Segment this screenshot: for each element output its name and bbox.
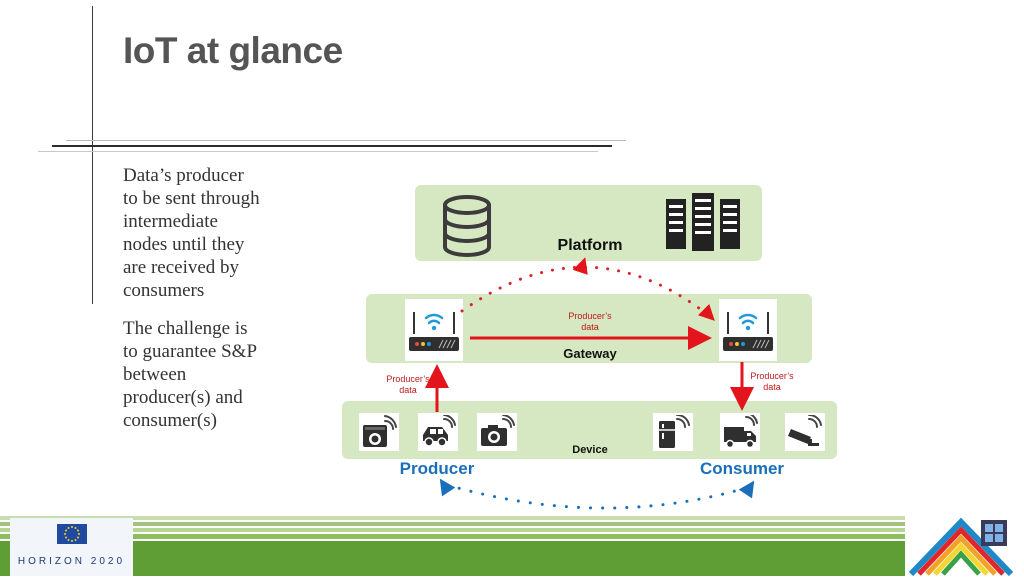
consumer-label: Consumer <box>699 459 785 478</box>
slide-title: IoT at glance <box>123 30 343 71</box>
device-tile-security-camera <box>785 413 825 451</box>
router-icon <box>409 312 459 351</box>
camera-icon <box>481 415 515 446</box>
body-paragraph-challenge: The challenge is to guarantee S&P betwee… <box>123 318 258 431</box>
horizontal-rule <box>52 145 612 147</box>
server-rack-icon <box>664 193 744 256</box>
footer-band <box>0 516 1024 576</box>
horizontal-rule <box>66 140 626 141</box>
fridge-icon <box>659 415 690 448</box>
device-tile-washing-machine <box>359 413 399 451</box>
horizon-2020-logo: HORIZON 2020 <box>10 518 133 576</box>
device-tile-fridge <box>653 413 693 451</box>
platform-dotted-arc <box>460 265 714 320</box>
producer-data-label-right: Producer’s data <box>750 371 794 392</box>
gateway-router-right <box>719 299 777 361</box>
truck-icon <box>724 415 758 449</box>
device-label: Device <box>572 444 608 456</box>
vertical-rule <box>92 6 93 304</box>
router-icon <box>723 312 773 351</box>
device-tile-camera <box>477 413 517 451</box>
producer-data-label-left: Producer’s data <box>386 374 430 395</box>
body-paragraph-producer: Data’s producer to be sent through inter… <box>123 165 260 301</box>
device-tile-truck <box>720 413 760 451</box>
house-logo-icon <box>908 517 1014 577</box>
security-camera-icon <box>788 415 822 446</box>
horizontal-rule <box>38 151 598 152</box>
washing-machine-icon <box>363 415 397 447</box>
producer-label: Producer <box>399 459 475 478</box>
project-house-logo <box>905 514 1024 577</box>
database-icon <box>440 193 498 264</box>
device-tile-car <box>418 413 458 451</box>
platform-label: Platform <box>557 237 623 254</box>
consumer-to-producer-dotted-arc <box>442 482 748 510</box>
eu-flag-icon <box>57 524 87 544</box>
gateway-router-left <box>405 299 463 361</box>
gateway-data-label: Producer’s data <box>568 311 612 332</box>
horizon-logo-text: HORIZON 2020 <box>17 556 126 567</box>
gateway-label: Gateway <box>563 346 617 361</box>
car-icon <box>423 415 456 447</box>
